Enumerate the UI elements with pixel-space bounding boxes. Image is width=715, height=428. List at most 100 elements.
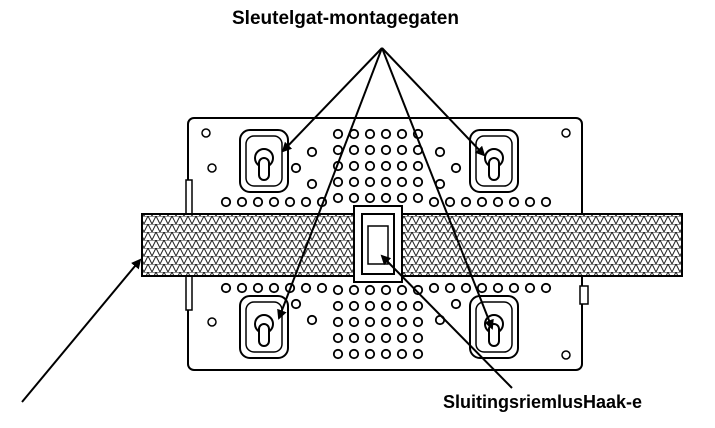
vent-hole <box>332 316 344 328</box>
vent-hole <box>444 196 456 208</box>
vent-hole <box>476 196 488 208</box>
vent-hole <box>348 144 360 156</box>
vent-hole <box>508 196 520 208</box>
vent-hole <box>396 348 408 360</box>
vent-hole <box>412 284 424 296</box>
vent-hole <box>364 192 376 204</box>
vent-hole <box>492 196 504 208</box>
vent-hole <box>348 300 360 312</box>
vent-hole <box>412 192 424 204</box>
vent-hole <box>492 282 504 294</box>
vent-hole <box>396 332 408 344</box>
vent-hole <box>332 332 344 344</box>
vent-hole <box>380 316 392 328</box>
vent-hole <box>300 282 312 294</box>
vent-hole <box>348 332 360 344</box>
vent-hole <box>460 282 472 294</box>
vent-hole <box>306 314 318 326</box>
vent-hole <box>434 146 446 158</box>
keyhole-top-left <box>239 129 289 193</box>
vent-hole <box>412 316 424 328</box>
vent-hole <box>396 176 408 188</box>
vent-hole <box>524 282 536 294</box>
strap <box>141 213 683 277</box>
vent-hole <box>364 348 376 360</box>
vent-hole <box>396 192 408 204</box>
keyhole-bottom-right <box>469 295 519 359</box>
vent-hole <box>396 300 408 312</box>
keyhole-top-right <box>469 129 519 193</box>
vent-hole <box>348 348 360 360</box>
keyhole-arrows <box>277 47 494 330</box>
keyhole-label: Sleutelgat-montagegaten <box>232 8 459 29</box>
vent-hole <box>380 300 392 312</box>
vent-hole <box>396 284 408 296</box>
vent-hole <box>380 160 392 172</box>
vent-hole <box>364 176 376 188</box>
device-side-tab <box>579 285 589 305</box>
vent-hole <box>364 300 376 312</box>
vent-hole <box>380 144 392 156</box>
vent-hole <box>540 196 552 208</box>
vent-hole <box>306 146 318 158</box>
vent-hole <box>380 332 392 344</box>
vent-hole <box>316 282 328 294</box>
strap-hook-label: SluitingsriemlusHaak-e <box>443 392 643 412</box>
vent-hole <box>396 160 408 172</box>
vent-hole <box>348 160 360 172</box>
corner-screws <box>201 128 571 360</box>
vent-hole <box>508 282 520 294</box>
vent-hole <box>460 196 472 208</box>
vent-hole <box>412 300 424 312</box>
vent-hole <box>252 196 264 208</box>
vent-hole <box>252 282 264 294</box>
vent-hole <box>300 196 312 208</box>
vent-hole <box>380 284 392 296</box>
vent-hole <box>332 176 344 188</box>
vent-hole <box>380 348 392 360</box>
vent-hole <box>236 282 248 294</box>
vent-hole <box>348 176 360 188</box>
ventilation-holes <box>220 128 552 360</box>
vent-hole <box>236 196 248 208</box>
vent-hole <box>348 192 360 204</box>
vent-hole <box>284 196 296 208</box>
vent-hole <box>380 176 392 188</box>
vent-hole <box>268 282 280 294</box>
strap-hook <box>353 205 403 283</box>
vent-hole <box>332 128 344 140</box>
vent-hole <box>220 196 232 208</box>
vent-hole <box>540 282 552 294</box>
vent-hole <box>364 160 376 172</box>
vent-hole <box>220 282 232 294</box>
vent-hole <box>364 128 376 140</box>
vent-hole <box>364 332 376 344</box>
vent-hole <box>290 298 302 310</box>
vent-hole <box>268 196 280 208</box>
vent-hole <box>364 316 376 328</box>
vent-hole <box>476 282 488 294</box>
vent-hole <box>450 298 462 310</box>
hook-arrow <box>380 254 513 389</box>
vent-hole <box>524 196 536 208</box>
vent-hole <box>428 282 440 294</box>
vent-hole <box>332 348 344 360</box>
vent-hole <box>348 284 360 296</box>
vent-hole <box>364 144 376 156</box>
vent-hole <box>332 300 344 312</box>
vent-hole <box>332 284 344 296</box>
vent-hole <box>396 144 408 156</box>
vent-hole <box>306 178 318 190</box>
vent-hole <box>290 162 302 174</box>
vent-hole <box>364 284 376 296</box>
vent-hole <box>412 176 424 188</box>
vent-hole <box>412 160 424 172</box>
vent-hole <box>380 128 392 140</box>
vent-hole <box>396 128 408 140</box>
vent-hole <box>450 162 462 174</box>
vent-hole <box>412 332 424 344</box>
strap-arrow <box>21 258 142 403</box>
keyhole-bottom-left <box>239 295 289 359</box>
vent-hole <box>348 316 360 328</box>
vent-hole <box>444 282 456 294</box>
